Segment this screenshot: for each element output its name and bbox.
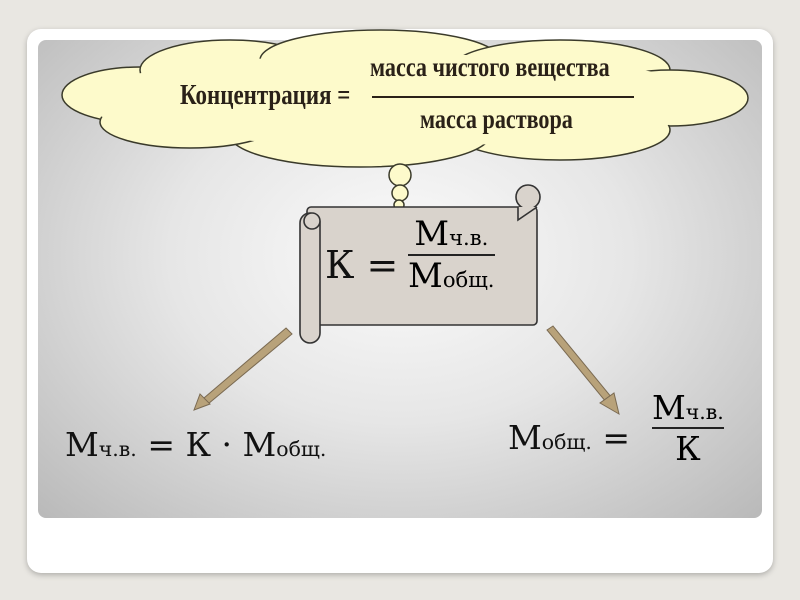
cloud-label: Концентрация = (180, 80, 351, 111)
thought-bubbles (388, 163, 412, 211)
arrow-right (546, 325, 620, 416)
cloud-denominator: масса раствора (420, 104, 573, 134)
fraction-bar (408, 254, 495, 256)
main-formula-lhs: К = (325, 243, 398, 287)
left-formula: Мч.в. = К · Мобщ. (65, 425, 327, 464)
main-fraction: Мч.в. Мобщ. (408, 214, 495, 296)
equals: = (366, 243, 399, 287)
main-numerator: Мч.в. (414, 214, 489, 254)
arrow-left (193, 327, 293, 411)
cloud-numerator: масса чистого вещества (370, 52, 610, 82)
k-symbol: К (325, 243, 355, 287)
scroll (299, 184, 541, 344)
cloud-fraction-bar (372, 96, 634, 98)
right-formula-lhs: Мобщ. = (508, 418, 631, 457)
cloud-fill (80, 54, 720, 146)
right-numerator: Мч.в. (652, 388, 724, 427)
fraction-bar (652, 427, 724, 429)
right-fraction: Мч.в. К (652, 388, 724, 468)
right-denominator: К (675, 429, 701, 468)
main-denominator: Мобщ. (408, 256, 495, 296)
